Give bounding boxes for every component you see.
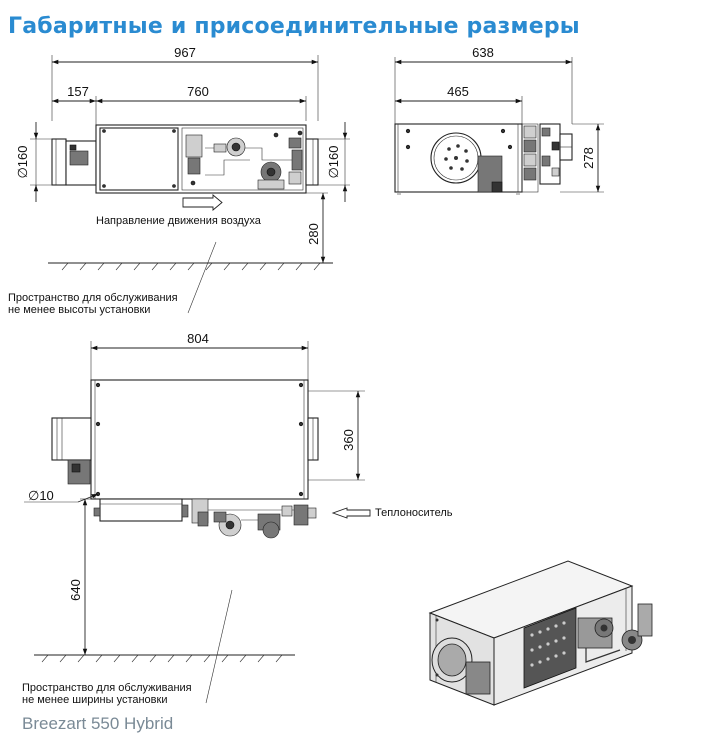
dim-label-465: 465	[447, 84, 469, 99]
coil-and-pump-top	[93, 498, 317, 539]
dim-label-638: 638	[472, 45, 494, 60]
dim-label-640: 640	[68, 579, 83, 601]
dim-label-967: 967	[174, 45, 196, 60]
side-view: 638 465	[394, 45, 604, 195]
inlet-duct-top	[51, 417, 92, 461]
outlet-duct	[305, 138, 319, 186]
dim-label-804: 804	[187, 331, 209, 346]
inlet-duct	[51, 138, 67, 186]
airflow-label: Направление движения воздуха	[96, 215, 262, 227]
pump-assembly-side	[521, 123, 573, 193]
pump-module	[185, 130, 303, 190]
service-note-line2: не менее высоты установки	[8, 304, 150, 316]
service-leader-2	[205, 589, 233, 704]
coolant-label: Теплоноситель	[375, 507, 453, 519]
isometric-view	[428, 560, 653, 706]
model-caption: Breezart 550 Hybrid	[22, 714, 174, 733]
unit-body-top	[90, 379, 309, 500]
service-note-line1: Пространство для обслуживания	[8, 292, 178, 304]
front-view: 967 157 760 ∅160	[8, 45, 350, 316]
iso-control-panel	[523, 607, 577, 689]
service-note2-line2: не менее ширины установки	[22, 694, 167, 706]
page-title: Габаритные и присоединительные размеры	[8, 14, 580, 39]
dim-label-278: 278	[581, 147, 596, 169]
dim-label-hole-diameter: ∅10	[28, 488, 54, 503]
dim-label-760: 760	[187, 84, 209, 99]
airflow-arrow	[182, 194, 223, 211]
service-leader	[187, 241, 217, 314]
dim-label-360: 360	[341, 429, 356, 451]
dim-label-inlet-diameter: ∅160	[15, 145, 30, 178]
dim-label-157: 157	[67, 84, 89, 99]
service-note2-line1: Пространство для обслуживания	[22, 682, 192, 694]
dim-label-280: 280	[306, 223, 321, 245]
coolant-arrow	[331, 507, 371, 519]
iso-pump-cluster	[577, 603, 653, 663]
top-view: 804 360	[22, 331, 453, 706]
dim-label-outlet-diameter: ∅160	[326, 145, 341, 178]
